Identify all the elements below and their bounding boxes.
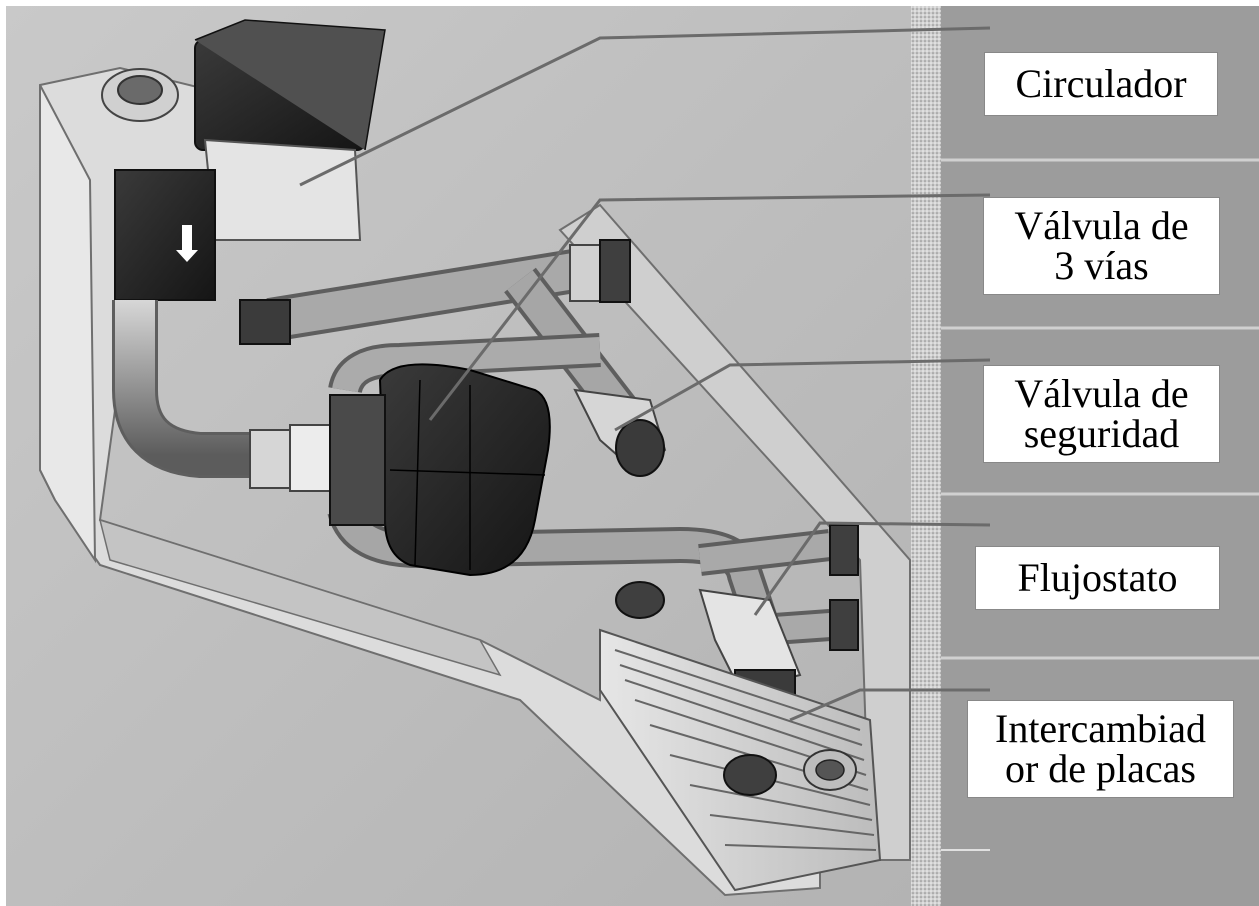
- label-intercambiador: Intercambiad or de placas: [967, 700, 1234, 798]
- safety-valve-cap: [615, 419, 665, 477]
- nut: [239, 299, 291, 345]
- leader-lines: [299, 26, 991, 722]
- label-intercambiador-line-2: or de placas: [1004, 746, 1196, 791]
- pump-body: [203, 138, 362, 241]
- label-valvula-3-vias-line-2: 3 vías: [1054, 243, 1149, 288]
- label-valvula-seguridad: Válvula de seguridad: [983, 365, 1220, 463]
- label-valvula-seguridad-line-1: Válvula de: [1014, 371, 1189, 416]
- label-circulador-line-1: Circulador: [1015, 61, 1187, 106]
- label-intercambiador-line-1: Intercambiad: [995, 706, 1206, 751]
- label-flujostato-line-1: Flujostato: [1017, 555, 1178, 600]
- label-circulador: Circulador: [984, 52, 1218, 116]
- label-valvula-3-vias-line-1: Válvula de: [1014, 203, 1189, 248]
- pump-head: [114, 169, 216, 301]
- three-way-valve: [378, 363, 551, 577]
- dotted-strip: [911, 6, 941, 906]
- label-valvula-3-vias: Válvula de 3 vías: [983, 197, 1220, 295]
- label-valvula-seguridad-line-2: seguridad: [1023, 411, 1180, 456]
- label-flujostato: Flujostato: [975, 546, 1220, 610]
